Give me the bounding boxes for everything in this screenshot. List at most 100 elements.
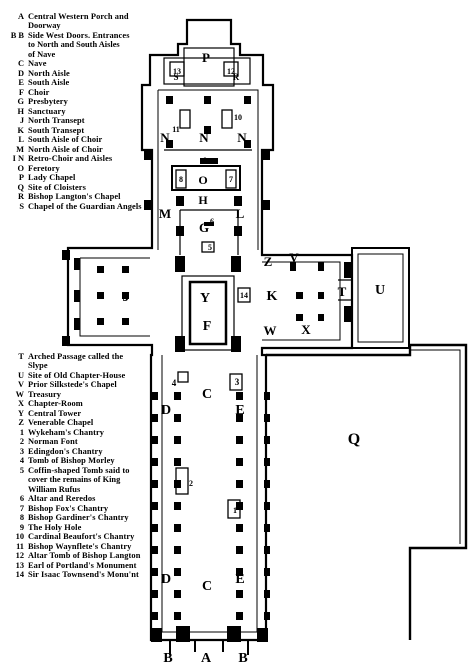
legend-text: Altar Tomb of Bishop Langton (28, 551, 141, 561)
nave-pier (264, 414, 270, 422)
label-U: U (375, 283, 385, 298)
label-13: 13 (173, 67, 181, 76)
nave-pier (152, 590, 158, 598)
nave-pier (236, 392, 243, 400)
label-10: 10 (234, 113, 242, 122)
legend-key: W (15, 389, 24, 399)
pier (166, 140, 173, 148)
legend-text: Lady Chapel (28, 173, 76, 183)
pier (176, 196, 184, 206)
nave-pier (264, 568, 270, 576)
legend-text: Wykeham's Chantry (28, 427, 105, 437)
label-B-left: B (163, 651, 172, 666)
legend-entry: W Treasury (2, 390, 140, 399)
legend-key: Y (17, 408, 24, 418)
rufus-tomb (201, 241, 215, 253)
legend-key: I N (12, 154, 24, 164)
legend-entry: 4 Tomb of Bishop Morley (2, 456, 140, 465)
nave-pier (174, 590, 181, 598)
legend-text: Altar and Reredos (28, 494, 96, 504)
nave-pier (264, 502, 270, 510)
piers (62, 96, 352, 642)
label-G: G (199, 220, 209, 235)
legend-entry: 3 Edingdon's Chantry (2, 447, 140, 456)
west-front-pier (257, 628, 268, 642)
nave-pier (174, 612, 181, 620)
buttress (62, 250, 70, 260)
legend-text: Tomb of Bishop Morley (28, 456, 115, 466)
legend-key: B B (10, 30, 24, 40)
nave-pier (264, 546, 270, 554)
legend-entry: Slype (2, 361, 140, 370)
legend-text: North Aisle (28, 68, 70, 78)
legend-key: 9 (19, 522, 24, 532)
pier (97, 318, 104, 325)
pier (290, 262, 296, 271)
nave-pier (174, 524, 181, 532)
legend-key: 2 (19, 437, 24, 447)
nave-pier (174, 414, 181, 422)
legend-text: Central Western Porch and (28, 12, 129, 21)
pier (244, 140, 251, 148)
pier (244, 96, 251, 104)
legend-text: Sanctuary (28, 106, 66, 116)
west-front-pier (227, 626, 241, 642)
legend-text: Chapter-Room (28, 399, 83, 409)
nave-pier (152, 392, 158, 400)
legend-text-continued: William Rufus (28, 484, 81, 494)
nave-pier (152, 612, 158, 620)
legend-text-continued: to North and South Aisles (28, 40, 120, 50)
legend-text: Site of Cloisters (28, 182, 86, 192)
chapter-house-site (351, 247, 410, 349)
legend-text: South Transept (28, 125, 85, 135)
legend-key: F (18, 87, 24, 97)
label-A: A (201, 651, 212, 666)
label-K: K (267, 289, 278, 304)
label-L: L (236, 206, 245, 221)
altar-reredos (204, 222, 214, 226)
legend-text: Treasury (28, 389, 62, 399)
legend-text: Presbytery (28, 97, 68, 107)
nave-pier (152, 524, 158, 532)
buttress (262, 200, 270, 210)
legend-key: 4 (19, 456, 24, 466)
label-X: X (301, 322, 311, 337)
nave-pier (236, 524, 243, 532)
pier (344, 262, 352, 278)
nave-pier (174, 436, 181, 444)
legend-key: 13 (15, 560, 24, 570)
nave-pier (264, 612, 270, 620)
legend-key: R (17, 192, 24, 202)
legend-key: 3 (19, 446, 24, 456)
label-C-upper: C (202, 387, 212, 402)
legend-text: Edingdon's Chantry (28, 446, 103, 456)
pier (344, 306, 352, 322)
label-6: 6 (210, 217, 214, 226)
legend-key: E (18, 78, 24, 88)
cloister-inner (410, 349, 461, 544)
legend-text-continued: Slype (28, 361, 48, 371)
label-9: 9 (203, 156, 207, 165)
legend-key: 10 (15, 532, 24, 542)
legend-entry: of Nave (2, 50, 142, 59)
nave-pier (236, 436, 243, 444)
nave-pier (264, 590, 270, 598)
label-N-left: N (160, 130, 170, 145)
legend-key: Q (17, 182, 24, 192)
nave-pier (152, 458, 158, 466)
